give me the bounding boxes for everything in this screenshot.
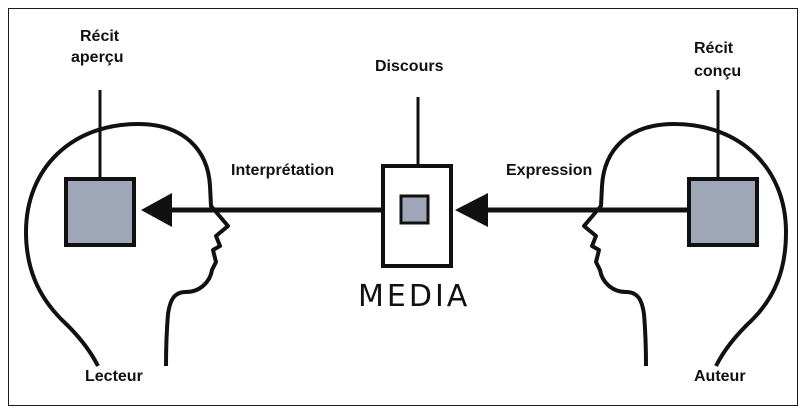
reader-label: Lecteur bbox=[85, 368, 143, 385]
expression-arrowhead bbox=[455, 193, 488, 227]
discourse-label: Discours bbox=[375, 58, 444, 75]
conceived-story-label-line2: conçu bbox=[694, 63, 742, 80]
perceived-story-label-line1: Récit bbox=[80, 28, 120, 45]
media-screen bbox=[399, 194, 430, 225]
conceived-story-box bbox=[687, 177, 759, 247]
reader-head bbox=[24, 122, 230, 367]
media-label: MEDIA bbox=[358, 279, 471, 314]
author-head bbox=[582, 122, 788, 367]
expression-label: Expression bbox=[506, 162, 593, 179]
conceived-story-label-line1: Récit bbox=[694, 40, 734, 57]
interpretation-arrowhead bbox=[141, 193, 172, 227]
author-label: Auteur bbox=[694, 368, 746, 385]
perceived-story-label-line2: aperçu bbox=[71, 49, 124, 66]
interpretation-label: Interprétation bbox=[231, 162, 335, 179]
perceived-story-box bbox=[64, 177, 136, 247]
